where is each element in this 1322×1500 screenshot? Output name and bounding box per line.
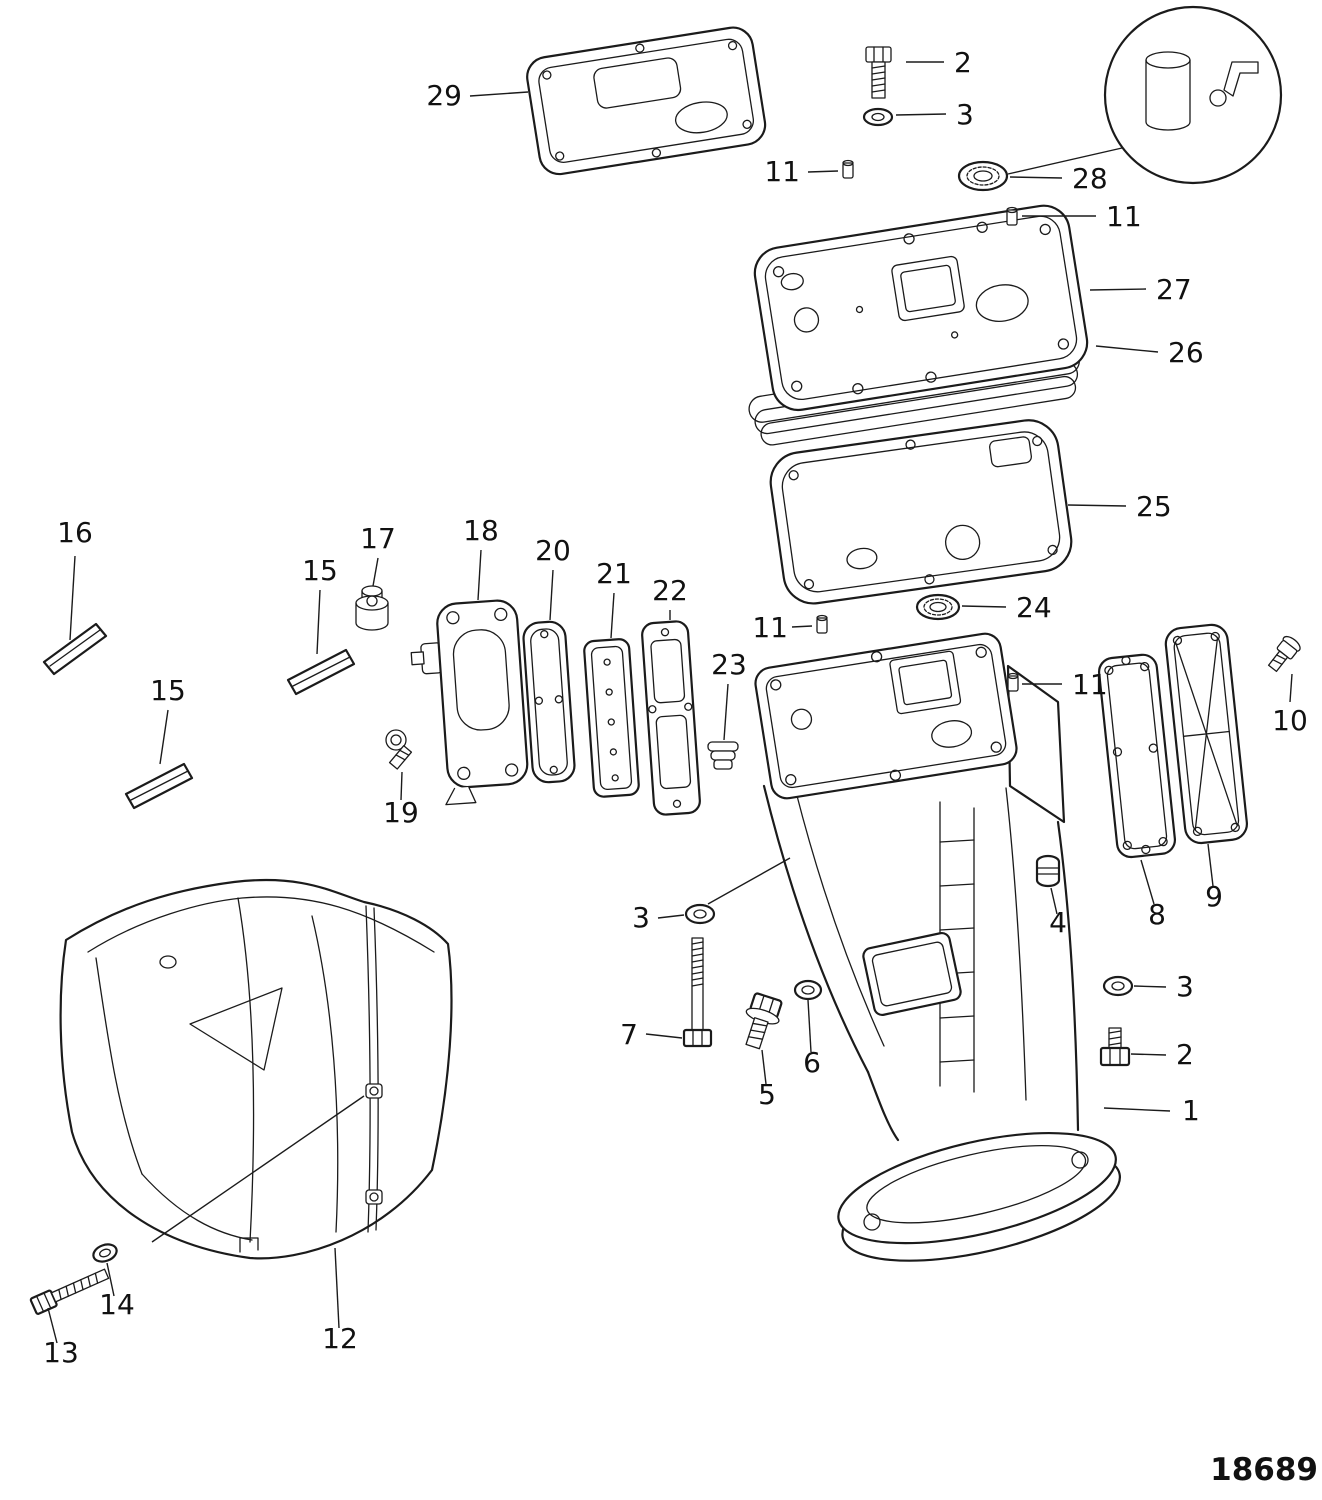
part-27-adapter-plate [753,204,1089,412]
callout-21: 21 [596,557,632,590]
part-22-gasket [641,620,701,816]
leader-lines [47,61,1293,1344]
callout-9: 9 [1205,880,1223,913]
leader-stud [151,1095,365,1243]
callout-7: 7 [620,1018,638,1051]
callout-19: 19 [383,796,419,829]
callout-17: 17 [360,522,396,555]
part-16-strip [42,622,108,676]
part-11-pin-d [1007,672,1019,692]
callout-28: 28 [1072,162,1108,195]
part-11-pin-c [816,614,828,634]
callout-22: 22 [652,574,688,607]
part-4-plug [1035,854,1061,888]
figure-number: 18689 [1210,1452,1318,1488]
callout-16: 16 [57,516,93,549]
callout-labels: 29 2 3 11 28 11 27 26 25 24 11 11 10 16 … [43,46,1308,1369]
part-7-bolt [682,937,713,1048]
callout-11-b: 11 [1106,200,1142,233]
part-6-washer [793,979,823,1001]
callout-15-b: 15 [150,674,186,707]
part-15-strip-b [124,762,194,810]
callout-26: 26 [1168,336,1204,369]
callout-25: 25 [1136,490,1172,523]
part-11-pin-a [842,159,854,179]
part-20-gasket [522,620,576,784]
callout-27: 27 [1156,273,1192,306]
callout-29: 29 [426,79,462,112]
part-18-bracket [410,599,529,806]
callout-6: 6 [803,1046,821,1079]
detail-inset [1007,5,1283,185]
callout-12: 12 [322,1322,358,1355]
callout-24: 24 [1016,591,1052,624]
part-3-washer-right [1102,975,1134,997]
callout-11-a: 11 [764,155,800,188]
callout-3-top: 3 [956,98,974,131]
part-17-bushing [355,585,389,631]
callout-1: 1 [1182,1094,1200,1127]
part-29-gasket [526,26,767,176]
callout-15-a: 15 [302,554,338,587]
callout-11-c: 11 [752,611,788,644]
part-8-divider-plate [1097,653,1177,859]
part-21-plate [583,638,640,798]
part-2-bolt-right [1099,1027,1131,1067]
part-23-plug [707,741,739,770]
callout-3-right: 3 [1176,970,1194,1003]
callout-23: 23 [711,648,747,681]
leader-inset-to-28 [1007,147,1123,175]
part-9-divider-plate-outer [1164,623,1249,845]
part-14-washer [92,1243,118,1263]
part-19-fitting [385,729,413,770]
part-3-washer-top [862,107,894,127]
callout-18: 18 [463,514,499,547]
callout-10: 10 [1272,704,1308,737]
part-1-driveshaft-housing [754,632,1121,1262]
part-11-pin-b [1006,206,1018,226]
callout-2-top: 2 [954,46,972,79]
callout-14: 14 [99,1288,135,1321]
callout-3-mid: 3 [632,901,650,934]
callout-2-right: 2 [1176,1038,1194,1071]
part-5-bolt [745,992,783,1050]
callout-13: 13 [43,1336,79,1369]
callout-5: 5 [758,1078,776,1111]
part-15-strip-a [286,648,356,696]
part-2-bolt-top [865,46,892,99]
callout-11-d: 11 [1072,668,1108,701]
part-28-seal [957,160,1009,192]
part-25-gasket [769,419,1073,605]
part-12-exhaust-deflector [59,878,453,1260]
part-10-fitting [1267,635,1301,673]
callout-4: 4 [1049,906,1067,939]
part-24-seal [915,593,961,621]
callout-8: 8 [1148,898,1166,931]
part-3-washer-mid [684,903,716,925]
part-13-bolt [29,1268,110,1315]
callout-20: 20 [535,534,571,567]
